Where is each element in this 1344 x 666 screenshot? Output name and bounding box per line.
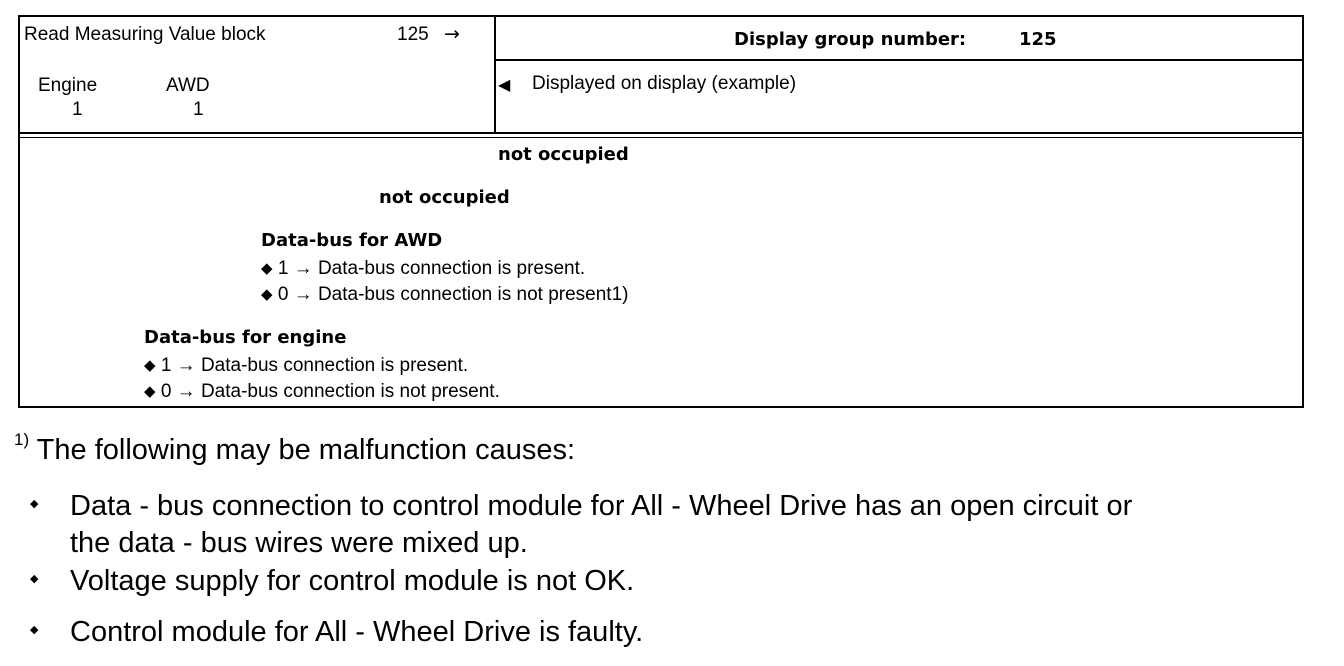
read-block-header: Read Measuring Value block 125 → Engine … xyxy=(20,17,496,132)
diamond-bullet-icon: ◆ xyxy=(261,259,273,277)
engine-item-present: ◆ 1 → Data-bus connection is present. xyxy=(144,355,469,376)
diamond-bullet-icon: ◆ xyxy=(30,572,39,585)
engine-item-not-present: ◆ 0 → Data-bus connection is not present… xyxy=(144,381,500,402)
engine-column-value: 1 xyxy=(72,99,83,120)
measuring-value-panel: Read Measuring Value block 125 → Engine … xyxy=(18,15,1304,408)
header-separator xyxy=(20,132,1302,138)
field-2-not-occupied: not occupied xyxy=(379,187,510,208)
engine-databus-title: Data-bus for engine xyxy=(144,327,347,348)
awd-item-not-present: ◆ 0 → Data-bus connection is not present… xyxy=(261,284,629,305)
display-group-header: Display group number: 125 ◀ Displayed on… xyxy=(496,17,1302,132)
left-pointer-icon: ◀ xyxy=(498,75,511,94)
diamond-bullet-icon: ◆ xyxy=(30,623,39,636)
arrow-right-icon: → xyxy=(444,23,460,45)
diamond-bullet-icon: ◆ xyxy=(144,356,156,374)
awd-databus-title: Data-bus for AWD xyxy=(261,230,443,251)
diamond-bullet-icon: ◆ xyxy=(144,382,156,400)
awd-item-present: ◆ 1 → Data-bus connection is present. xyxy=(261,258,586,279)
footnote-intro: 1) The following may be malfunction caus… xyxy=(14,430,576,466)
field-1-not-occupied: not occupied xyxy=(498,144,629,165)
engine-column-name: Engine xyxy=(38,75,98,96)
display-group-title-row: Display group number: 125 xyxy=(496,17,1302,61)
diamond-bullet-icon: ◆ xyxy=(30,497,39,510)
diamond-bullet-icon: ◆ xyxy=(261,285,273,303)
awd-column-name: AWD xyxy=(166,75,210,96)
displayed-on-display-label: Displayed on display (example) xyxy=(532,73,797,94)
awd-column-value: 1 xyxy=(193,99,204,120)
display-group-value: 125 xyxy=(1019,29,1057,50)
display-group-label: Display group number: xyxy=(734,29,967,50)
read-block-label: Read Measuring Value block xyxy=(24,24,266,45)
read-block-value: 125 xyxy=(397,24,429,45)
footnote-marker: 1) xyxy=(14,430,30,449)
